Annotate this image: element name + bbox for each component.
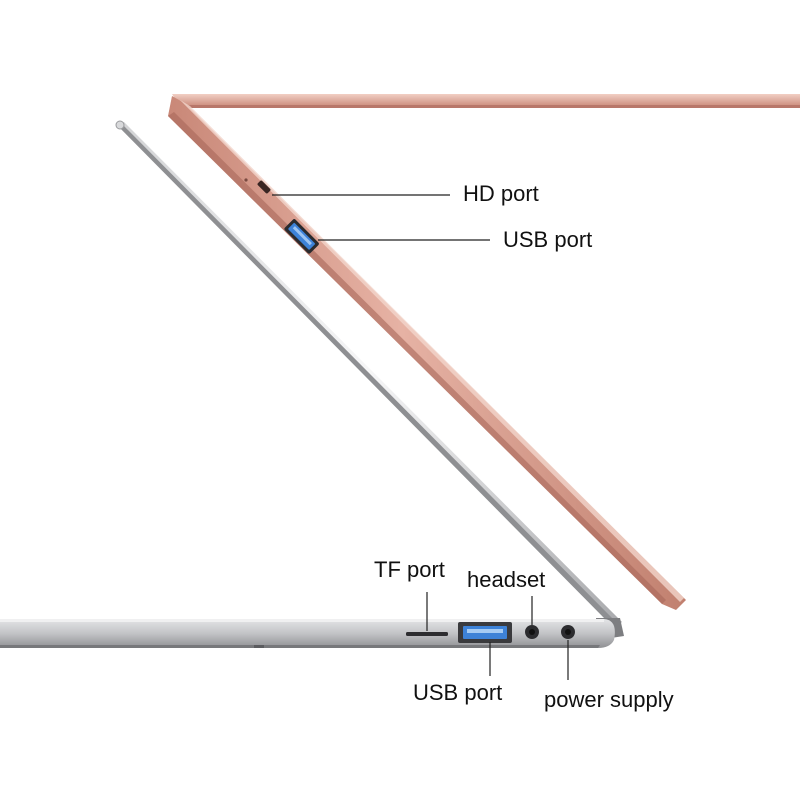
silver-base-bottom-line: [0, 645, 600, 648]
silver-base-top-line: [0, 619, 604, 622]
leader-lines: [272, 194, 569, 680]
headset-label: headset: [467, 567, 546, 592]
headset-jack-hole: [529, 629, 535, 635]
rose-lid-top-rim: [172, 94, 800, 107]
silver-laptop: [0, 120, 624, 648]
rose-indicator-dot: [244, 178, 248, 182]
hd-port-label: HD port: [463, 181, 539, 206]
silver-foot: [254, 645, 264, 648]
tf-port-slot: [406, 632, 448, 636]
rose-body-side: [168, 96, 686, 610]
silver-lid-edge: [116, 122, 618, 628]
usb-port-base-label: USB port: [413, 680, 503, 705]
rose-body-highlight: [180, 100, 684, 602]
tf-port-label: TF port: [374, 557, 445, 582]
rose-lid-rim-shadow: [180, 105, 800, 108]
power-jack-hole: [565, 629, 571, 635]
hd-port-slot: [257, 180, 271, 194]
usb-port-base: [458, 622, 512, 643]
rose-gold-laptop: [168, 94, 800, 610]
usb-port-side: [284, 219, 319, 254]
usb-port-side-label: USB port: [503, 227, 593, 252]
silver-lid-corner: [115, 120, 125, 130]
rose-body-edge-shadow: [168, 112, 666, 604]
power-supply-label: power supply: [544, 687, 674, 712]
silver-base: [0, 619, 615, 648]
